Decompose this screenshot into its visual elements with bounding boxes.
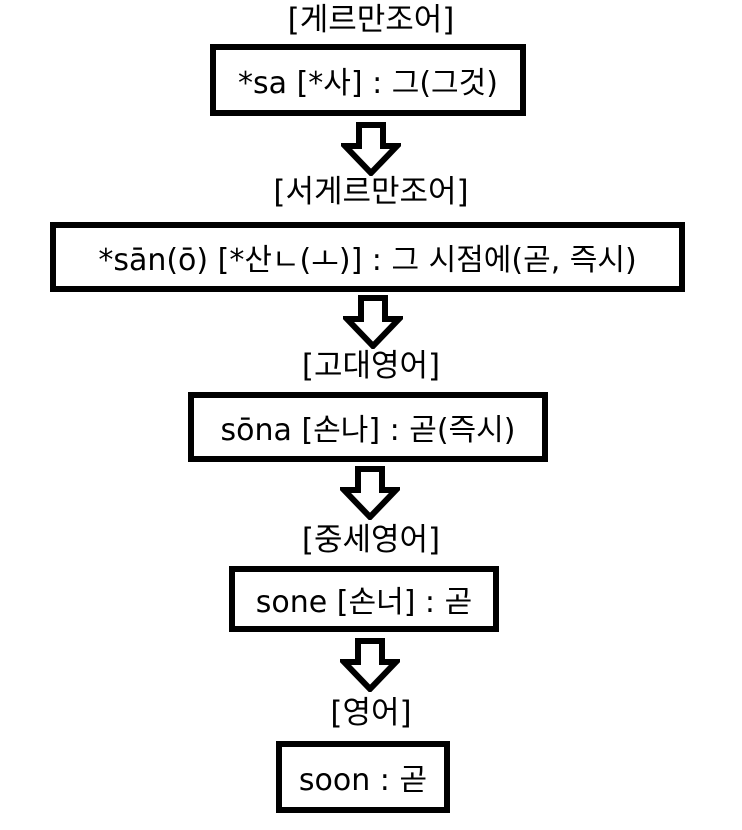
stage-box-west-germanic: *sān(ō) [*산ㄴ(ㅗ)] : 그 시점에(곧, 즉시) (50, 222, 685, 292)
down-arrow-icon (340, 638, 400, 692)
stage-language-middle-english: [중세영어] (301, 522, 441, 558)
down-arrow-icon (343, 295, 403, 349)
stage-box-english: soon : 곧 (276, 741, 450, 813)
stage-language-proto-germanic: [게르만조어] (287, 2, 455, 38)
stage-box-middle-english: sone [손너] : 곧 (229, 566, 499, 632)
down-arrow-icon (341, 122, 401, 176)
stage-language-west-germanic: [서게르만조어] (273, 174, 469, 210)
stage-language-old-english: [고대영어] (301, 348, 441, 384)
stage-language-english: [영어] (330, 695, 412, 731)
stage-box-proto-germanic: *sa [*사] : 그(그것) (210, 44, 526, 116)
stage-box-old-english: sōna [손나] : 곧(즉시) (188, 392, 548, 462)
down-arrow-icon (340, 466, 400, 520)
